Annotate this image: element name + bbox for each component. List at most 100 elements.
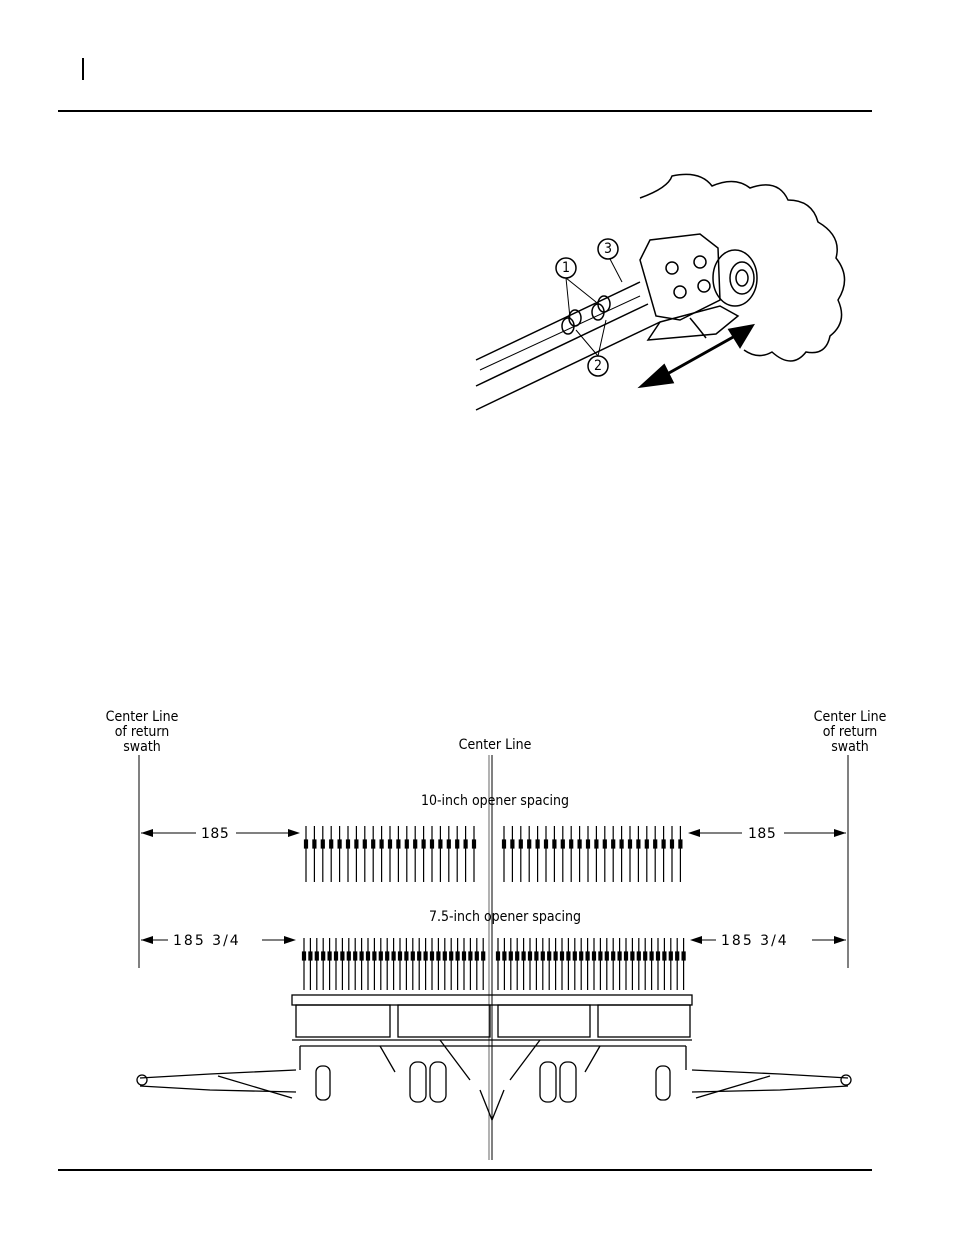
opener-7-5in-body [335,952,338,960]
opener-10in-body [447,840,450,848]
opener-7-5in-body [418,952,421,960]
opener-10in-body [347,840,350,848]
opener-10in-body [578,840,581,848]
opener-10in-body [612,840,615,848]
opener-7-5in-body [612,952,615,960]
opener-7-5in-body [303,952,306,960]
opener-7-5in-body [548,952,551,960]
opener-10in-body [553,840,556,848]
opener-7-5in-body [379,952,382,960]
opener-10in-body [519,840,522,848]
opener-7-5in-body [437,952,440,960]
opener-10in-body [397,840,400,848]
opener-7-5in-body [625,952,628,960]
opener-10in-body [355,840,358,848]
opener-7-5in-body [573,952,576,960]
opener-10in-body [637,840,640,848]
opener-7-5in-body [618,952,621,960]
opener-7-5in-body [341,952,344,960]
opener-7-5in-body [450,952,453,960]
opener-7-5in-body [516,952,519,960]
opener-7-5in-body [522,952,525,960]
opener-10in-body [536,840,539,848]
opener-7-5in-body [650,952,653,960]
opener-10in-body [422,840,425,848]
opener-7-5in-body [605,952,608,960]
opener-10in-body [431,840,434,848]
opener-7-5in-body [561,952,564,960]
opener-10in-body [305,840,308,848]
opener-7-5in-body [631,952,634,960]
opener-7-5in-body [347,952,350,960]
opener-10in-body [313,840,316,848]
opener-7-5in-body [469,952,472,960]
opener-7-5in-body [328,952,331,960]
opener-10in-body [405,840,408,848]
opener-10in-body [380,840,383,848]
opener-10in-body [456,840,459,848]
opener-10in-body [473,840,476,848]
opener-7-5in-body [367,952,370,960]
opener-10in-body [570,840,573,848]
opener-7-5in-body [554,952,557,960]
opener-7-5in-body [392,952,395,960]
opener-7-5in-body [657,952,660,960]
opener-7-5in-body [482,952,485,960]
opener-10in-body [662,840,665,848]
opener-7-5in-body [431,952,434,960]
opener-7-5in-body [456,952,459,960]
opener-10in-body [620,840,623,848]
opener-10in-body [645,840,648,848]
opener-10in-body [511,840,514,848]
opener-7-5in-body [405,952,408,960]
opener-10in-body [321,840,324,848]
opener-10in-body [595,840,598,848]
opener-7-5in-body [676,952,679,960]
opener-10in-body [503,840,506,848]
opener-7-5in-body [322,952,325,960]
opener-7-5in-body [580,952,583,960]
opener-7-5in-body [669,952,672,960]
opener-10in-body [587,840,590,848]
opener-10in-body [414,840,417,848]
footer-rule [58,1169,872,1171]
opener-7-5in-body [637,952,640,960]
opener-7-5in-body [535,952,538,960]
opener-10in-body [363,840,366,848]
opener-10in-body [671,840,674,848]
opener-10in-body [464,840,467,848]
opener-7-5in-body [644,952,647,960]
opener-10in-body [330,840,333,848]
opener-7-5in-body [360,952,363,960]
opener-7-5in-body [354,952,357,960]
opener-10in-body [603,840,606,848]
opener-10in-body [439,840,442,848]
opener-7-5in-body [443,952,446,960]
opener-7-5in-body [503,952,506,960]
opener-7-5in-body [309,952,312,960]
opener-10in-body [561,840,564,848]
opener-7-5in-body [424,952,427,960]
opener-7-5in-body [567,952,570,960]
opener-10in-body [338,840,341,848]
opener-10in-body [654,840,657,848]
opener-7-5in-body [529,952,532,960]
opener-7-5in-body [411,952,414,960]
opener-7-5in-body [586,952,589,960]
opener-7-5in-body [497,952,500,960]
opener-7-5in-body [475,952,478,960]
opener-10in-body [528,840,531,848]
opener-7-5in-body [663,952,666,960]
opener-7-5in-body [593,952,596,960]
opener-7-5in-body [386,952,389,960]
opener-7-5in-body [682,952,685,960]
opener-7-5in-body [509,952,512,960]
opener-10in-body [545,840,548,848]
opener-7-5in-body [463,952,466,960]
opener-7-5in-body [541,952,544,960]
opener-10in-body [372,840,375,848]
opener-7-5in-body [399,952,402,960]
opener-7-5in-body [315,952,318,960]
opener-10in-body [389,840,392,848]
